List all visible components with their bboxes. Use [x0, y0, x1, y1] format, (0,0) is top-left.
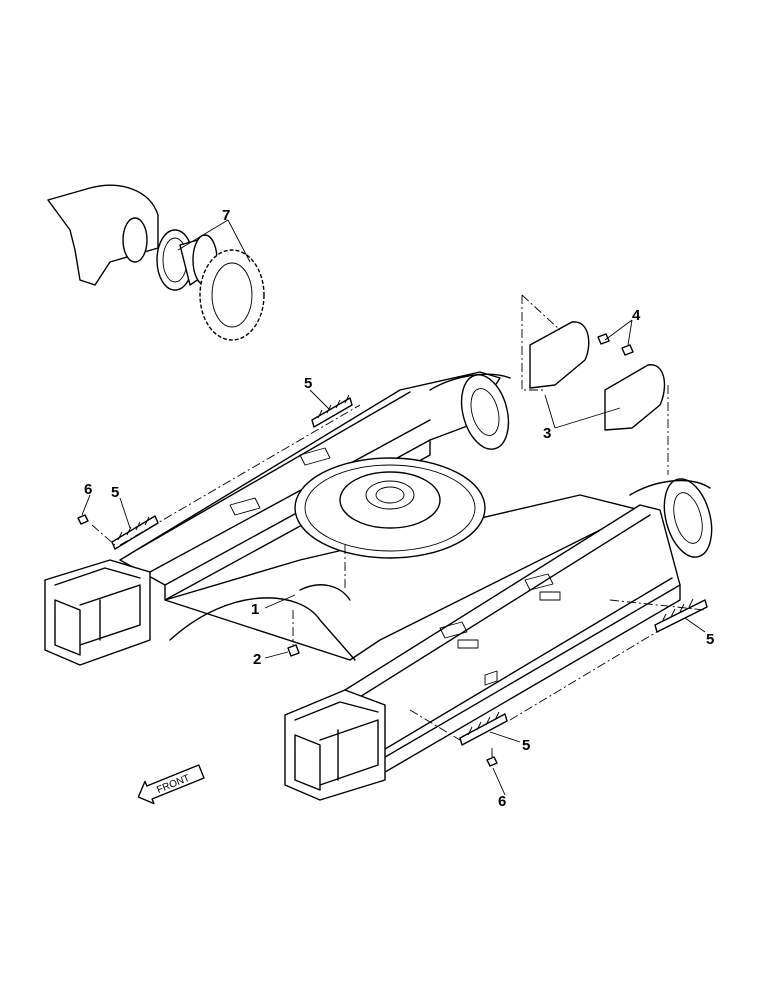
callout-6-left: 6 — [84, 481, 92, 498]
bolt-6-right — [486, 756, 498, 767]
guard-plate-5-right — [654, 598, 708, 633]
track-frame — [44, 371, 713, 801]
callout-1: 1 — [251, 601, 259, 618]
bolt-4-lower — [621, 344, 634, 356]
callout-5-right: 5 — [706, 631, 714, 648]
assembly-lines — [91, 294, 706, 760]
leader-lines — [81, 219, 706, 796]
cover-upper — [529, 321, 590, 389]
callout-7: 7 — [222, 207, 230, 224]
front-direction-arrow: FRONT — [137, 764, 205, 805]
callout-5-upper: 5 — [304, 375, 312, 392]
sprocket — [199, 249, 265, 341]
callout-2: 2 — [253, 651, 261, 668]
bolt-6-left — [77, 514, 89, 525]
callout-3: 3 — [543, 425, 551, 442]
guard-plate-5-lower — [459, 711, 508, 746]
bolt-4-upper — [597, 333, 610, 345]
callout-5-left: 5 — [111, 484, 119, 501]
callout-4: 4 — [632, 307, 641, 324]
plug-2 — [287, 644, 300, 657]
cover-lower — [604, 364, 666, 431]
callout-5-lower: 5 — [522, 737, 530, 754]
callouts: 7 4 3 5 6 5 1 2 5 5 6 — [84, 207, 714, 810]
guard-plate-5-left — [111, 515, 159, 550]
travel-motor-assembly — [47, 184, 218, 291]
callout-6-right: 6 — [498, 793, 506, 810]
